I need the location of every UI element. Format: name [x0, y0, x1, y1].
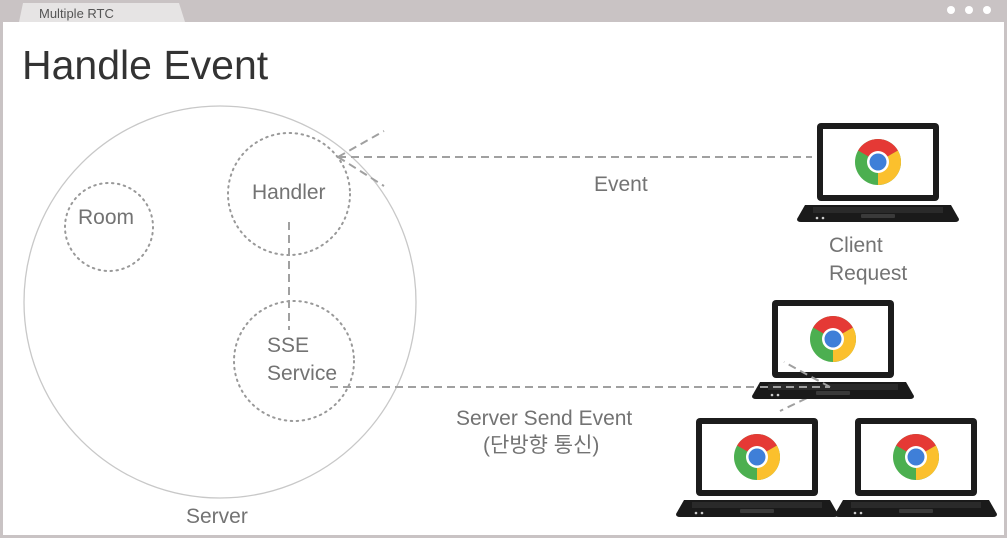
sse-arrowhead-upper-overlay [783, 361, 831, 388]
client-request-laptop-icon [797, 123, 959, 222]
event-arrowhead-upper [337, 130, 385, 158]
sse-service-circle [233, 300, 355, 422]
room-label: Room [78, 206, 135, 229]
sse-arrowhead-lower [779, 386, 831, 412]
window-title-bar: Multiple RTC [3, 0, 1007, 22]
sse-label-line2: Service [267, 362, 338, 385]
sse-description-line2: (단방향 통신) [483, 434, 600, 457]
sse-client-laptop-icon [676, 418, 838, 517]
window-tab[interactable] [19, 3, 185, 22]
sse-client-laptop-icon [752, 300, 914, 399]
room-circle [64, 182, 154, 272]
client-label-line2: Request [829, 262, 908, 285]
event-label: Event [594, 173, 648, 196]
sse-label-line1: SSE [267, 334, 310, 357]
sse-client-laptop-icon [835, 418, 997, 517]
sse-description-line1: Server Send Event [456, 407, 633, 430]
handler-label: Handler [252, 181, 326, 204]
window-dot-icon[interactable] [983, 6, 991, 14]
client-label-line1: Client [829, 234, 883, 257]
event-arrowhead-lower [337, 156, 385, 187]
window-dot-icon[interactable] [947, 6, 955, 14]
server-circle [23, 105, 417, 499]
tab-title: Multiple RTC [39, 6, 114, 21]
server-label: Server [186, 505, 248, 528]
window-dot-icon[interactable] [965, 6, 973, 14]
page-title: Handle Event [22, 42, 269, 88]
